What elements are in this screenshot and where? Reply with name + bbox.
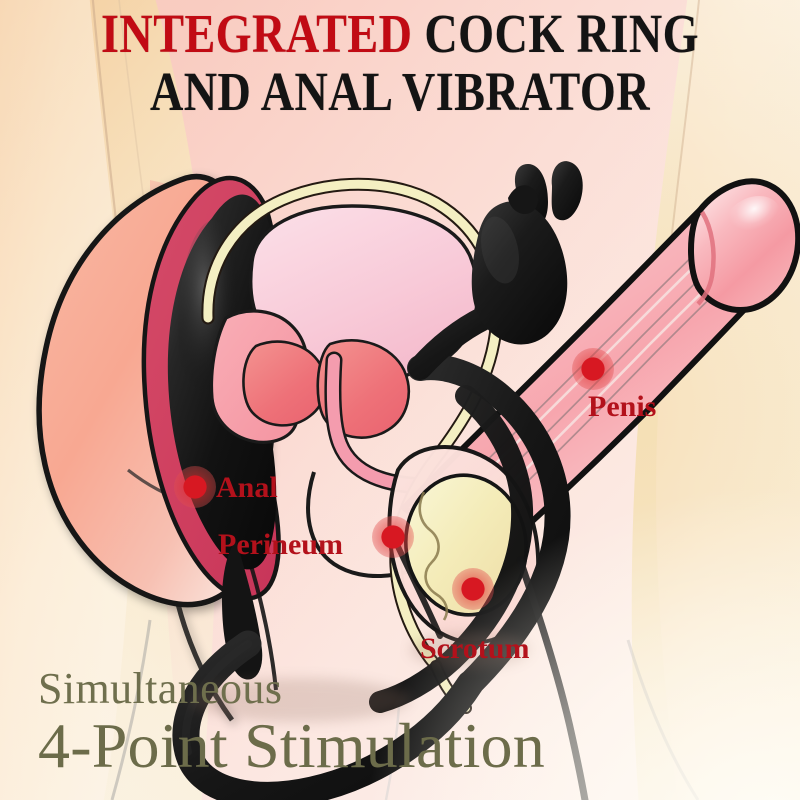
- product-poster: INTEGRATED COCK RING AND ANAL VIBRATOR A…: [0, 0, 800, 800]
- background-corner-highlight: [0, 0, 800, 800]
